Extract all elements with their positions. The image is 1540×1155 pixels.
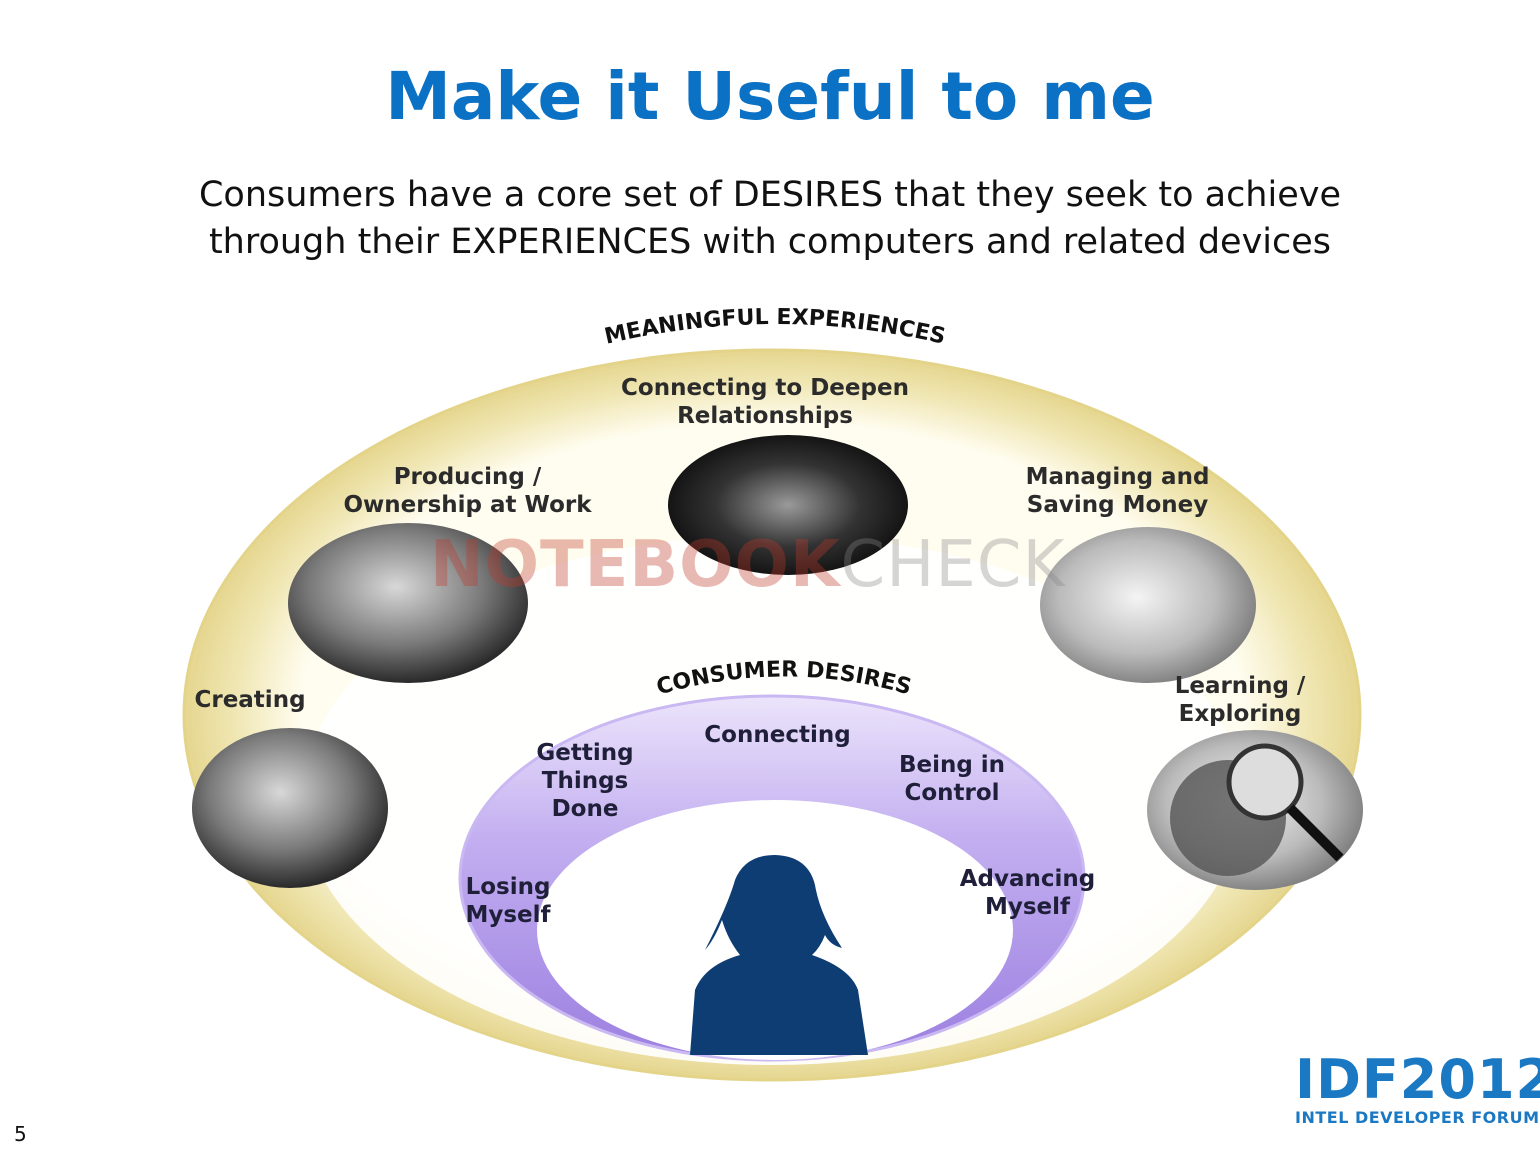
experience-label: Creating — [194, 687, 306, 713]
desire-label: Connecting — [704, 722, 851, 748]
slide-title: Make it Useful to me — [385, 58, 1155, 135]
photo-money — [1040, 527, 1256, 683]
subtitle-line-2: through their EXPERIENCES with computers… — [208, 222, 1332, 262]
experience-label: Learning / Exploring — [1174, 673, 1306, 727]
slide-subtitle: Consumers have a core set of DESIRES tha… — [0, 172, 1540, 266]
desire-label: Advancing Myself — [959, 866, 1096, 920]
page-number: 5 — [14, 1122, 27, 1146]
logo-sub: INTEL DEVELOPER FORUM — [1295, 1108, 1540, 1127]
subtitle-line-1: Consumers have a core set of DESIRES tha… — [198, 175, 1341, 215]
desire-label: Getting Things Done — [536, 740, 634, 822]
experience-label: Producing / Ownership at Work — [343, 464, 592, 518]
desire-label: Losing Myself — [465, 874, 551, 928]
desire-label: Being in Control — [898, 752, 1006, 806]
watermark-part2: CHECK — [840, 528, 1066, 602]
photo-creating — [192, 728, 388, 888]
logo-main: IDF2012 — [1295, 1048, 1540, 1111]
photo-relationships — [668, 435, 908, 575]
watermark-part1: NOTEBOOK — [430, 528, 841, 602]
magnifier-icon — [1226, 743, 1304, 821]
experience-label: Managing and Saving Money — [1025, 464, 1210, 518]
watermark: NOTEBOOKCHECK — [430, 528, 1065, 602]
idf-logo: IDF2012 INTEL DEVELOPER FORUM — [1295, 1048, 1540, 1128]
meaningful-experiences-heading: MEANINGFUL EXPERIENCES — [602, 305, 948, 350]
photo-work — [288, 523, 528, 683]
woman-silhouette-icon — [690, 855, 868, 1055]
experience-label: Connecting to Deepen Relationships — [621, 375, 909, 429]
